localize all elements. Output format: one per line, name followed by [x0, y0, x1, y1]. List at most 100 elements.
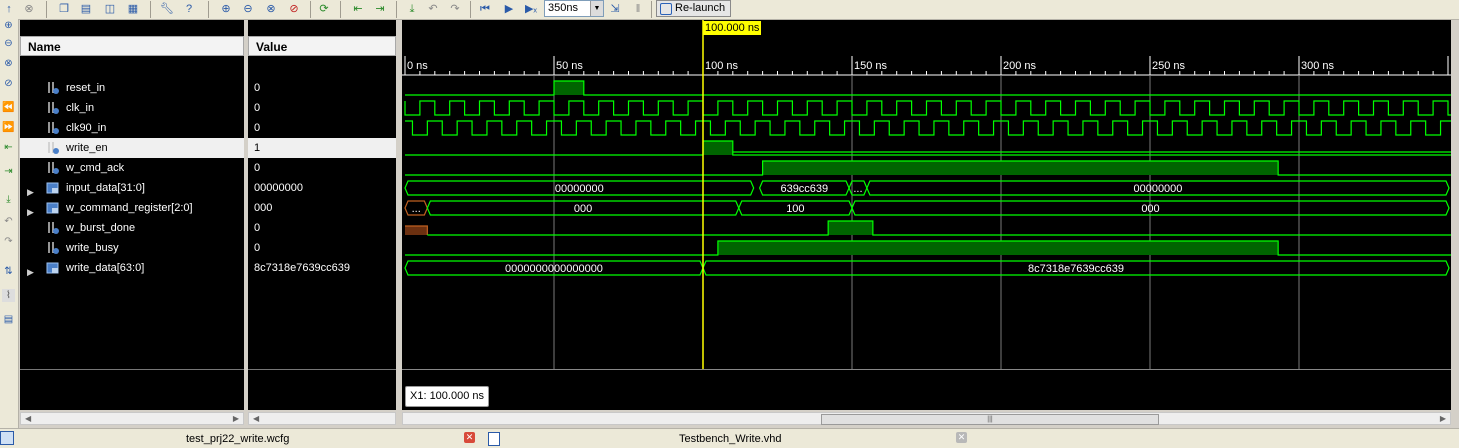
wave-bus-segment	[848, 180, 868, 196]
run-for-icon[interactable]: ▶ₓ	[524, 3, 538, 15]
signal-row[interactable]: ▶w_command_register[2:0]	[20, 198, 244, 218]
signal-value-row[interactable]: 000	[248, 198, 396, 218]
close-circle-icon[interactable]: ⊗	[24, 3, 34, 15]
next-edge-icon[interactable]: ⇥	[4, 166, 13, 177]
value-pane-scrollbar[interactable]: ◀	[248, 412, 396, 425]
scroll-left-icon[interactable]: ◀	[25, 414, 32, 423]
run-all-icon[interactable]: ▶	[504, 3, 514, 15]
zoom-fit-icon[interactable]: ⊗	[266, 3, 276, 15]
signal-name: reset_in	[66, 82, 106, 94]
help-context-icon[interactable]: ?	[185, 3, 193, 15]
previous-marker-icon[interactable]: ↶	[4, 216, 13, 227]
signal-row[interactable]: ▶write_data[63:0]	[20, 258, 244, 278]
signal-row[interactable]: w_cmd_ack	[20, 158, 244, 178]
swap-cursors-icon[interactable]: ⇅	[4, 266, 13, 277]
scroll-right-icon[interactable]: ▶	[1439, 414, 1446, 423]
snap-to-transition-icon[interactable]: ⌇	[2, 289, 15, 302]
chevron-down-icon[interactable]: ▼	[590, 1, 603, 16]
window-list-icon[interactable]: ▦	[127, 3, 139, 15]
signal-row[interactable]: write_busy	[20, 238, 244, 258]
bus-value-label: 00000000	[1133, 183, 1182, 195]
zoom-full-icon[interactable]: ⊘	[4, 78, 13, 89]
zoom-in-icon[interactable]: ⊕	[221, 3, 231, 15]
undo-icon[interactable]: ↶	[428, 3, 438, 15]
signal-name-pane	[20, 20, 244, 410]
signal-value-row[interactable]: 0	[248, 118, 396, 138]
zoom-out-icon[interactable]: ⊖	[4, 38, 13, 49]
bus-value-label: 000	[1141, 203, 1159, 215]
next-marker-icon[interactable]: ↷	[4, 236, 13, 247]
toolbar-separator	[208, 1, 209, 18]
name-pane-scrollbar[interactable]: ◀ ▶	[20, 412, 244, 425]
tab-wcfg[interactable]: test_prj22_write.wcfg	[186, 433, 290, 445]
signal-name: write_en	[66, 142, 108, 154]
step-over-icon[interactable]: ⇲	[610, 3, 620, 15]
signal-value-row[interactable]: 0	[248, 98, 396, 118]
previous-edge-icon[interactable]: ⇤	[4, 142, 13, 153]
redo-icon[interactable]: ↷	[450, 3, 460, 15]
scrollbar-thumb[interactable]: |||	[821, 414, 1159, 425]
cursor-time-label[interactable]: 100.000 ns	[703, 21, 762, 35]
time-tick-label: 300 ns	[1301, 60, 1335, 72]
signal-value-row[interactable]: 0	[248, 218, 396, 238]
arrow-up-icon[interactable]: ↑	[6, 3, 12, 15]
wave-clock-trace	[404, 100, 1451, 116]
signal-value-row[interactable]: 00000000	[248, 178, 396, 198]
bus-value-label: ...	[853, 183, 862, 195]
close-icon[interactable]: ✕	[956, 432, 967, 443]
signal-row[interactable]: reset_in	[20, 78, 244, 98]
signal-value-row[interactable]: 0	[248, 158, 396, 178]
bit-signal-icon	[46, 121, 60, 135]
signal-value-row[interactable]: 8c7318e7639cc639	[248, 258, 396, 278]
next-transition-icon[interactable]: ⇥	[375, 3, 385, 15]
value-column-header[interactable]: Value	[248, 36, 396, 56]
previous-transition-icon[interactable]: ⇤	[353, 3, 363, 15]
window-tile-vertical-icon[interactable]: ◫	[104, 3, 116, 15]
relaunch-button[interactable]: Re-launch	[656, 0, 731, 17]
window-cascade-icon[interactable]: ❐	[59, 3, 69, 15]
pause-icon[interactable]: ‖	[635, 3, 641, 15]
expand-arrow-icon[interactable]: ▶	[27, 207, 34, 217]
signal-value: 8c7318e7639cc639	[254, 262, 351, 274]
name-column-header[interactable]: Name	[20, 36, 244, 56]
floating-ruler-icon[interactable]: ▤	[3, 314, 14, 325]
toolbar-separator	[651, 1, 652, 18]
bus-value-label: 100	[786, 203, 804, 215]
window-tile-horizontal-icon[interactable]: ▤	[80, 3, 92, 15]
zoom-fit-icon[interactable]: ⊗	[4, 58, 13, 69]
signal-value-row[interactable]: 0	[248, 78, 396, 98]
wave-high-fill	[703, 141, 733, 155]
run-time-select[interactable]: 350ns ▼	[544, 0, 604, 17]
expand-arrow-icon[interactable]: ▶	[27, 267, 34, 277]
wave-bus-segment	[758, 180, 850, 196]
restart-icon[interactable]: ⏮	[480, 3, 490, 15]
add-marker-icon[interactable]: ⤓	[6, 194, 11, 205]
relaunch-icon	[660, 3, 672, 15]
expand-arrow-icon[interactable]: ▶	[27, 187, 34, 197]
tab-vhd[interactable]: Testbench_Write.vhd	[679, 433, 782, 445]
zoom-out-icon[interactable]: ⊖	[243, 3, 253, 15]
step-icon[interactable]: ⤓	[409, 3, 415, 15]
signal-row[interactable]: write_en	[20, 138, 244, 158]
signal-row[interactable]: w_burst_done	[20, 218, 244, 238]
go-to-start-icon[interactable]: ⏪	[2, 102, 15, 113]
signal-row[interactable]: clk90_in	[20, 118, 244, 138]
scroll-left-icon[interactable]: ◀	[253, 414, 260, 423]
scroll-right-icon[interactable]: ▶	[232, 414, 239, 423]
name-value-splitter[interactable]	[244, 20, 248, 410]
close-icon[interactable]: ✕	[464, 432, 475, 443]
zoom-cursor-icon[interactable]: ⊘	[289, 3, 299, 15]
value-wave-splitter[interactable]	[396, 20, 402, 410]
signal-value-row[interactable]: 0	[248, 238, 396, 258]
wrench-icon[interactable]: 🔧︎	[160, 3, 174, 15]
zoom-in-icon[interactable]: ⊕	[4, 20, 13, 31]
signal-value-row[interactable]: 1	[248, 138, 396, 158]
signal-row[interactable]: clk_in	[20, 98, 244, 118]
wave-bus-segment	[426, 200, 740, 216]
signal-value-pane	[248, 20, 396, 410]
signal-row[interactable]: ▶input_data[31:0]	[20, 178, 244, 198]
refresh-icon[interactable]: ⟳	[319, 3, 329, 15]
waveform-scrollbar[interactable]: ||| ▶	[402, 412, 1451, 425]
go-to-end-icon[interactable]: ⏩	[2, 122, 15, 133]
